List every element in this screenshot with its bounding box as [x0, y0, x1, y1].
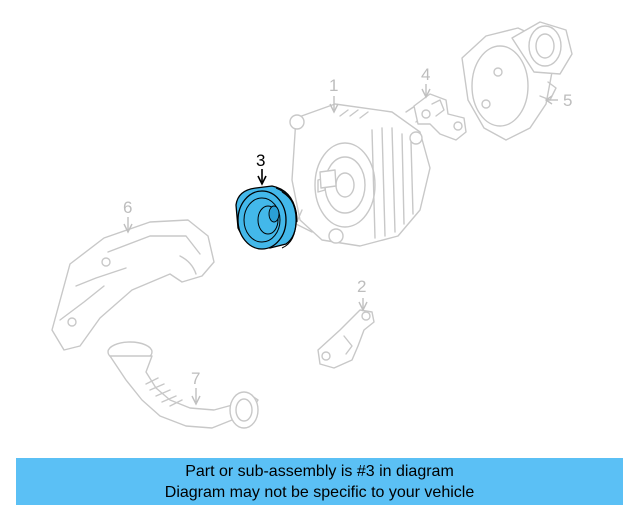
part-2-bracket	[317, 309, 375, 369]
part-1-alternator	[289, 103, 431, 247]
callout-number-6: 6	[123, 198, 132, 217]
callout-number-3: 3	[256, 151, 265, 170]
callout-number-4: 4	[421, 65, 430, 84]
callout-number-7: 7	[191, 369, 200, 388]
part-6-air-duct	[51, 219, 215, 351]
banner-part-notice: Part or sub-assembly is #3 in diagram	[185, 463, 454, 480]
part-7-hose	[107, 341, 259, 429]
part-5-housing	[461, 21, 573, 141]
diagram-notice-banner: Part or sub-assembly is #3 in diagram Di…	[16, 458, 623, 505]
callout-leaders	[123, 84, 558, 406]
part-4-bracket	[413, 93, 467, 141]
callout-number-2: 2	[357, 277, 366, 296]
part-3-pulley	[235, 185, 298, 250]
callout-number-1: 1	[329, 76, 338, 95]
banner-disclaimer: Diagram may not be specific to your vehi…	[164, 484, 475, 501]
callout-number-5: 5	[563, 91, 572, 110]
